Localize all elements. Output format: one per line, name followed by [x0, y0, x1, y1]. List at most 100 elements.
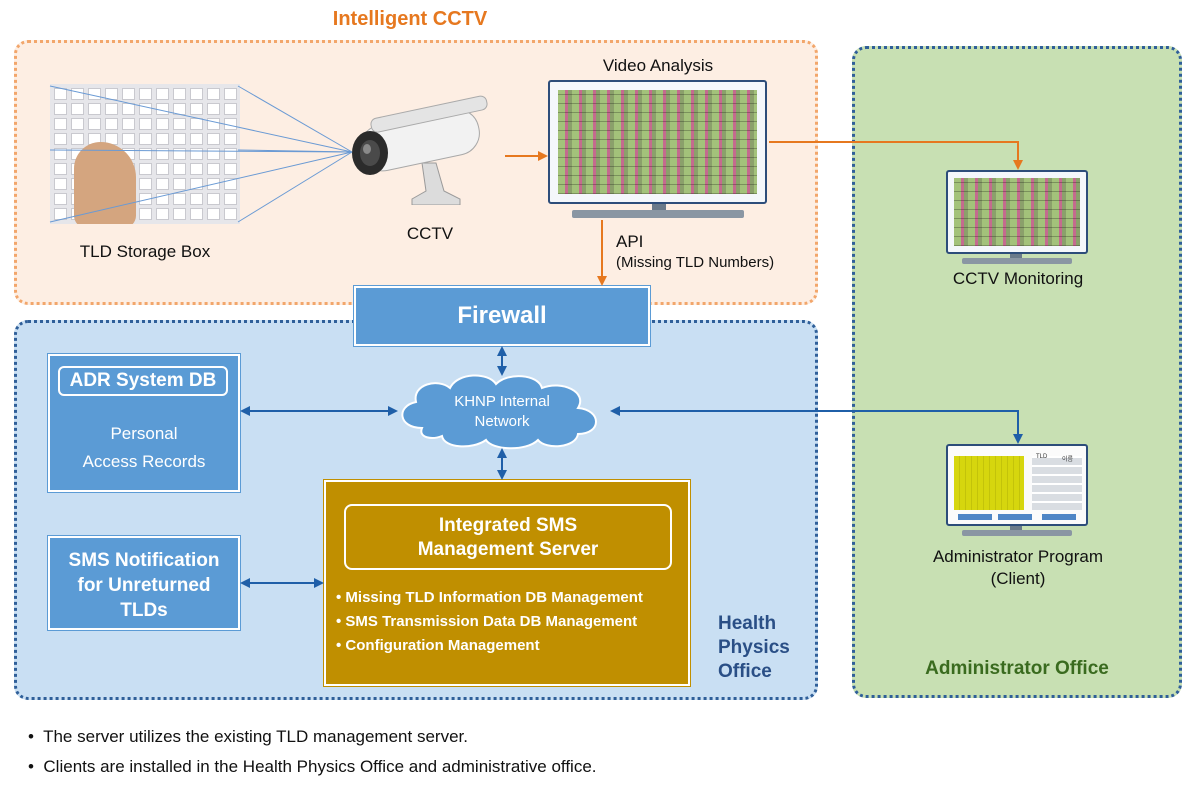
adr-system-db-title: ADR System DB — [58, 366, 228, 396]
storage-slot — [139, 193, 152, 205]
firewall-box: Firewall — [354, 286, 650, 346]
cctv-monitoring-base — [962, 258, 1072, 264]
storage-slot — [190, 88, 203, 100]
administrator-office-title: Administrator Office — [925, 658, 1109, 679]
storage-slot — [207, 208, 220, 220]
video-analysis-monitor-neck — [652, 204, 666, 212]
storage-slot — [156, 193, 169, 205]
admin-program-base — [962, 530, 1072, 536]
storage-slot — [173, 118, 186, 130]
storage-slot — [224, 103, 237, 115]
storage-slot — [156, 208, 169, 220]
storage-slot — [54, 178, 67, 190]
storage-slot — [105, 103, 118, 115]
cctv-camera-icon — [340, 95, 500, 205]
storage-slot — [224, 208, 237, 220]
admin-program-button — [998, 514, 1032, 520]
firewall-label: Firewall — [457, 302, 547, 329]
video-analysis-label: Video Analysis — [602, 56, 714, 75]
storage-slot — [173, 208, 186, 220]
storage-slot — [139, 163, 152, 175]
storage-slot — [54, 133, 67, 145]
arrow-network-admin-program — [610, 406, 1023, 444]
storage-slot — [71, 133, 84, 145]
storage-slot — [190, 163, 203, 175]
admin-program-list — [1032, 456, 1082, 510]
video-analysis-monitor — [548, 80, 767, 204]
storage-slot — [88, 118, 101, 130]
storage-slot — [156, 118, 169, 130]
storage-slot — [156, 178, 169, 190]
cctv-label: CCTV — [406, 224, 454, 243]
admin-program-tld-label: TLD — [1036, 454, 1048, 460]
video-analysis-screen — [558, 90, 757, 194]
storage-slot — [139, 178, 152, 190]
footnote-item: • Clients are installed in the Health Ph… — [28, 757, 597, 776]
storage-slot — [54, 118, 67, 130]
intelligent-cctv-title: Intelligent CCTV — [332, 8, 488, 30]
footnotes: • The server utilizes the existing TLD m… — [28, 722, 597, 782]
network-label-line2: Network — [474, 413, 530, 430]
cctv-monitoring-monitor — [946, 170, 1088, 254]
storage-slot — [190, 133, 203, 145]
server-bullet-item: • SMS Transmission Data DB Management — [336, 613, 638, 630]
admin-program-grid — [954, 456, 1024, 510]
admin-program-label: Administrator Program (Client) — [932, 547, 1104, 588]
admin-program-neck — [1010, 526, 1022, 532]
sms-line2: for Unreturned — [77, 575, 211, 596]
cctv-monitoring-neck — [1010, 254, 1022, 260]
sms-notification-box: SMS Notification for Unreturned TLDs — [48, 536, 240, 630]
cctv-monitoring-screen — [954, 178, 1080, 246]
storage-slot — [190, 208, 203, 220]
storage-slot — [71, 103, 84, 115]
storage-slot — [173, 193, 186, 205]
storage-slot — [54, 148, 67, 160]
server-bullet-item: • Configuration Management — [336, 637, 540, 654]
adr-db-line1: Personal — [110, 424, 178, 443]
storage-slot — [156, 163, 169, 175]
storage-slot — [224, 133, 237, 145]
api-detail-label: (Missing TLD Numbers) — [616, 254, 775, 271]
server-title-line1: Integrated SMS — [438, 515, 578, 536]
storage-slot — [224, 163, 237, 175]
integrated-sms-server-box: Integrated SMS Management Server • Missi… — [324, 480, 690, 686]
storage-slot — [54, 103, 67, 115]
adr-system-db-box: ADR System DB Personal Access Records — [48, 354, 240, 492]
storage-slot — [207, 163, 220, 175]
storage-slot — [207, 133, 220, 145]
storage-slot — [71, 118, 84, 130]
cctv-monitoring-label: CCTV Monitoring — [952, 269, 1084, 288]
storage-slot — [207, 193, 220, 205]
tld-storage-box-label: TLD Storage Box — [79, 242, 211, 261]
storage-slot — [173, 133, 186, 145]
storage-slot — [139, 133, 152, 145]
storage-slot — [139, 88, 152, 100]
admin-program-button — [1042, 514, 1076, 520]
video-analysis-monitor-base — [572, 210, 744, 218]
sms-line3: TLDs — [120, 600, 168, 621]
storage-slot — [173, 163, 186, 175]
storage-slot — [190, 193, 203, 205]
storage-slot — [139, 208, 152, 220]
storage-slot — [156, 88, 169, 100]
camera-field-of-view-lines — [49, 85, 353, 223]
storage-slot — [207, 103, 220, 115]
storage-slot — [156, 133, 169, 145]
storage-slot — [173, 178, 186, 190]
integrated-sms-server-title: Integrated SMS Management Server — [344, 504, 672, 570]
storage-slot — [224, 88, 237, 100]
storage-slot — [190, 103, 203, 115]
khnp-network-cloud: KHNP Internal Network — [392, 370, 612, 450]
storage-slot — [88, 103, 101, 115]
storage-slot — [105, 118, 118, 130]
footnote-item: • The server utilizes the existing TLD m… — [28, 727, 468, 746]
storage-slot — [54, 163, 67, 175]
admin-program-monitor: TLD 이름 — [946, 444, 1088, 526]
admin-program-name-label: 이름 — [1062, 457, 1074, 463]
health-physics-office-title: Health Physics Office — [718, 613, 790, 682]
admin-program-button — [958, 514, 992, 520]
storage-slot — [207, 88, 220, 100]
storage-slot — [122, 133, 135, 145]
storage-slot — [173, 88, 186, 100]
